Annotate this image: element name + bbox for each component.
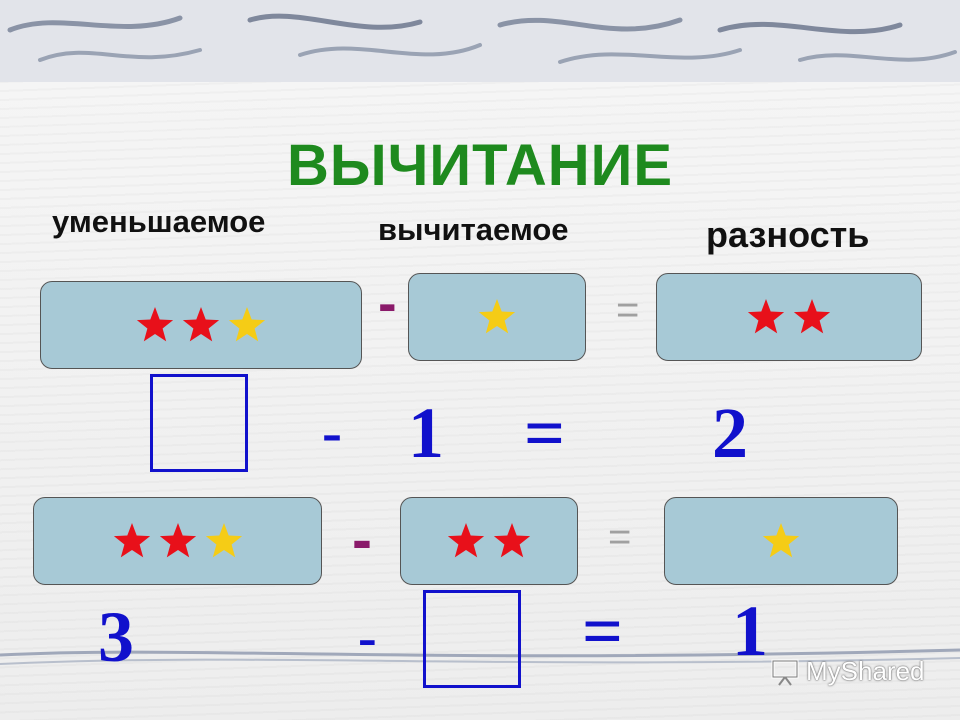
row1-subtrahend-card (408, 273, 586, 361)
row2-minus-sign: - (352, 506, 372, 573)
row2-minuend-card (33, 497, 322, 585)
answer-blank-subtrahend[interactable] (423, 590, 521, 688)
difference-header: разность (706, 214, 870, 255)
row1-minus-sign: - (378, 271, 397, 334)
watermark: MyShared (770, 656, 925, 687)
red-star-icon (747, 299, 785, 334)
eq2-minus-sign: - (358, 607, 377, 669)
eq2-equals-sign: = (582, 591, 624, 671)
yellow-star-icon (478, 299, 516, 334)
red-star-icon (159, 523, 196, 558)
eq1-equals-sign: = (524, 393, 566, 473)
page-title: ВЫЧИТАНИЕ (286, 133, 674, 198)
subtrahend-header: вычитаемое (378, 212, 569, 247)
red-star-icon (493, 523, 531, 558)
red-star-icon (182, 307, 220, 342)
presentation-icon (771, 659, 799, 686)
red-star-icon (136, 307, 174, 342)
eq1-minus-sign: - (322, 399, 342, 465)
row2-subtrahend-card (400, 497, 578, 585)
answer-blank-minuend[interactable] (150, 374, 248, 472)
red-star-icon (793, 299, 831, 334)
eq1-subtrahend-number: 1 (408, 393, 444, 473)
yellow-star-icon (205, 523, 242, 558)
red-star-icon (447, 523, 485, 558)
row1-equals-sign: = (616, 288, 640, 332)
minuend-header: уменьшаемое (52, 204, 266, 239)
eq2-minuend-number: 3 (98, 597, 134, 677)
row2-equals-sign: = (608, 515, 632, 559)
row1-minuend-card (40, 281, 362, 369)
eq1-difference-number: 2 (712, 393, 748, 473)
eq2-difference-number: 1 (732, 591, 768, 671)
yellow-star-icon (228, 307, 266, 342)
red-star-icon (113, 523, 150, 558)
row2-difference-card (664, 497, 898, 585)
watermark-text: MyShared (806, 656, 925, 686)
yellow-star-icon (762, 523, 800, 558)
top-decorative-band (0, 0, 960, 82)
row1-difference-card (656, 273, 922, 361)
